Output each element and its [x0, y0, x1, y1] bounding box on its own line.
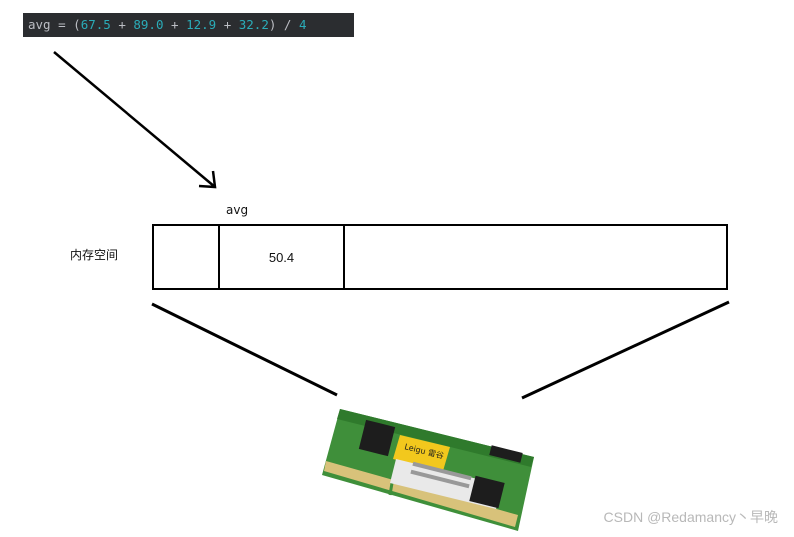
variable-label: avg — [226, 203, 249, 217]
memory-cell — [345, 226, 726, 288]
ram-module-icon: Leigu 雷谷 — [322, 409, 534, 531]
code-number: 12.9 — [186, 17, 217, 32]
code-op: = ( — [50, 17, 81, 32]
memory-cell — [154, 226, 220, 288]
memory-cell-avg: 50.4 — [220, 226, 345, 288]
code-snippet: avg = (67.5 + 89.0 + 12.9 + 32.2) / 4 — [23, 13, 354, 37]
watermark: CSDN @Redamancy丶早晚 — [603, 509, 778, 525]
zoom-line-left — [151, 302, 338, 397]
zoom-line-right — [521, 300, 730, 400]
memory-space-label: 内存空间 — [70, 248, 119, 262]
code-number: 67.5 — [80, 17, 111, 32]
code-number: 32.2 — [238, 17, 269, 32]
cell-value: 50.4 — [268, 249, 295, 265]
code-op: + — [216, 17, 239, 32]
code-number: 89.0 — [133, 17, 164, 32]
memory-bar: 50.4 — [152, 224, 728, 290]
code-number: 4 — [298, 17, 307, 32]
code-op: + — [110, 17, 134, 32]
arrow-icon — [53, 51, 217, 189]
code-variable: avg — [28, 17, 51, 32]
code-op: ) / — [268, 17, 299, 32]
code-op: + — [163, 17, 187, 32]
